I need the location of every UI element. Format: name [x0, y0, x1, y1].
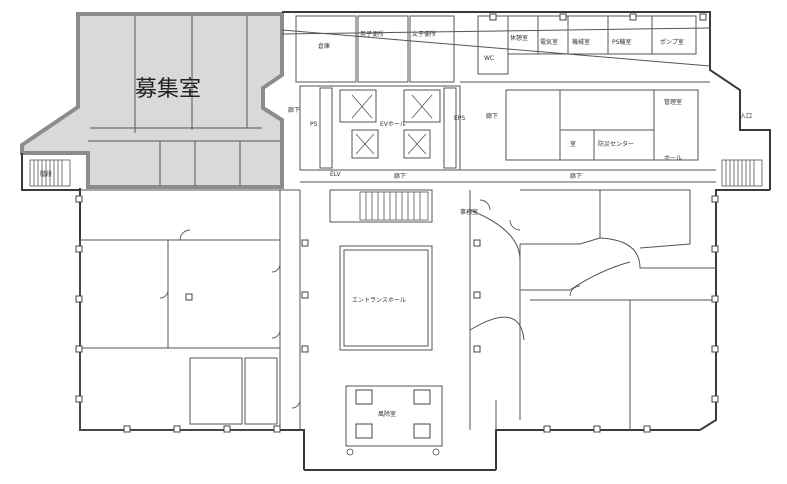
- recruitment-area-partitions: [88, 16, 280, 186]
- stair-label: 階段: [40, 170, 52, 178]
- rest-label: 休憩室: [510, 34, 528, 42]
- structural-columns: [75, 13, 719, 433]
- stair-center: [359, 191, 429, 221]
- right-lower-rooms: [495, 189, 716, 430]
- entrance-bollard: [346, 448, 354, 456]
- corridor-label-1: 廊下: [288, 106, 300, 114]
- pump-label: ポンプ室: [660, 38, 684, 46]
- left-lower-rooms: [79, 189, 300, 431]
- corridor-label-4: 廊下: [394, 172, 406, 180]
- hall-label: ホール: [664, 155, 682, 162]
- recruitment-area-title: 募集室: [135, 77, 201, 102]
- wc-label: WC: [484, 55, 494, 62]
- office-a-label: 事務室: [460, 208, 478, 216]
- toilet-f-label: 女子便所: [412, 30, 436, 38]
- machine-room-label: 機械室: [572, 38, 590, 46]
- corridor-label-3: 廊下: [570, 172, 582, 180]
- entrance-bollard: [432, 448, 440, 456]
- right-upper-rooms: [300, 15, 716, 183]
- entrance-hall-label: エントランスホール: [352, 297, 406, 304]
- central-core: [295, 15, 461, 223]
- toilet-m-label: 男子便所: [360, 30, 384, 38]
- entry-label: 入口: [740, 113, 752, 120]
- room-labels: 倉庫 男子便所 女子便所 EVホール ELV 廊下 廊下 廊下 廊下 休憩室 電…: [40, 30, 752, 216]
- door-swings: [159, 199, 581, 409]
- elevator-hall-label: EVホール: [380, 121, 406, 128]
- stair-left: [29, 159, 71, 187]
- corridor-label-2: 廊下: [486, 112, 498, 120]
- porch-label: 風除室: [378, 410, 396, 418]
- elec-label: 電気室: [540, 38, 558, 46]
- ps-machine-label: PS機室: [612, 38, 631, 46]
- stair-right: [721, 159, 763, 187]
- disaster-label: 防災センター: [598, 140, 634, 148]
- management-label: 管理室: [664, 98, 682, 106]
- recruitment-area[interactable]: [20, 12, 284, 189]
- office-small-label: 室: [570, 140, 576, 148]
- elevator-shafts: [351, 94, 433, 155]
- storage-label: 倉庫: [318, 42, 330, 50]
- roof-lines: [281, 27, 711, 67]
- shaft-label: PS: [310, 121, 318, 128]
- eps-label: EPS: [454, 115, 465, 122]
- hall-bounds: [299, 190, 525, 430]
- elv-label: ELV: [330, 171, 341, 178]
- entrance-hall[interactable]: エントランスホール: [339, 245, 433, 351]
- porch[interactable]: 風除室: [345, 385, 443, 447]
